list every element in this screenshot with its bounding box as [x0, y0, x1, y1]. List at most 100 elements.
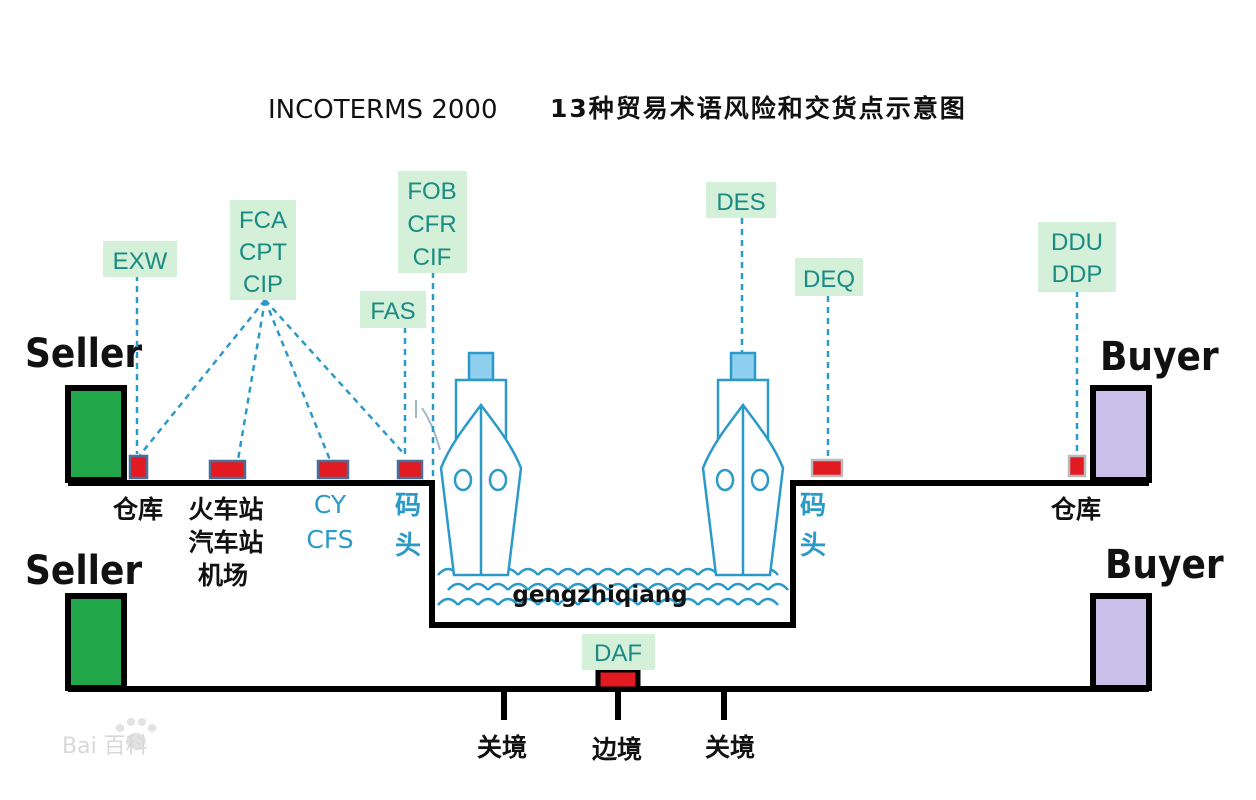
label-warehouse-right: 仓库 — [1050, 495, 1101, 524]
svg-text:FOB: FOB — [407, 178, 456, 205]
svg-text:FCA: FCA — [239, 207, 287, 234]
wave-arc — [647, 582, 669, 591]
label-wharf-left-1: 码 — [395, 491, 421, 521]
seller-box-bottom — [65, 593, 127, 691]
wave-arc — [687, 582, 709, 591]
wave-arc — [577, 567, 599, 576]
leader-lines — [135, 218, 1079, 478]
wave-arc — [607, 582, 629, 591]
wave-arc — [637, 597, 659, 606]
wave-arc — [507, 582, 529, 591]
label-wharf-left-2: 头 — [395, 531, 421, 561]
paw-icon — [116, 718, 156, 749]
term-box-daf: DAF — [582, 634, 655, 670]
point-warehouse-right — [1067, 454, 1087, 478]
wave-arc — [547, 582, 569, 591]
wave-arc — [467, 582, 489, 591]
wave-arc — [617, 597, 639, 606]
label-customs-right: 关境 — [705, 733, 755, 762]
svg-text:CIP: CIP — [243, 271, 283, 298]
term-box-fca-cpt-cip: FCA CPT CIP — [230, 200, 296, 300]
label-train-station: 火车站 — [188, 495, 263, 524]
seller-label-bottom: Seller — [25, 548, 142, 594]
wave-arc — [697, 597, 719, 606]
baidu-watermark: Bai 百科 — [62, 718, 156, 759]
wave-arc — [567, 582, 589, 591]
wave-arc — [727, 582, 749, 591]
wave-arc — [667, 582, 689, 591]
label-bus-station: 汽车站 — [188, 528, 263, 557]
title-chinese: 13种贸易术语风险和交货点示意图 — [550, 94, 967, 123]
wave-arc — [477, 597, 499, 606]
wave-arc — [707, 582, 729, 591]
wave-arc — [557, 567, 579, 576]
wave-arc — [447, 582, 469, 591]
label-cfs: CFS — [306, 525, 353, 554]
point-daf — [595, 667, 641, 692]
wave-arc — [627, 582, 649, 591]
label-wharf-right-2: 头 — [800, 531, 826, 561]
wave-arc — [617, 567, 639, 576]
wave-arc — [537, 597, 559, 606]
wave-arc — [577, 597, 599, 606]
wave-arc — [677, 567, 699, 576]
ship-right — [701, 351, 785, 577]
wave-arc — [487, 582, 509, 591]
seller-box-top — [65, 385, 127, 483]
svg-text:CFR: CFR — [407, 211, 456, 238]
term-box-ddu-ddp: DDU DDP — [1038, 222, 1116, 292]
point-station — [208, 459, 247, 480]
wave-arc — [657, 597, 679, 606]
wave-arc — [597, 597, 619, 606]
term-box-exw: EXW — [103, 241, 177, 277]
term-box-fas: FAS — [360, 291, 426, 328]
label-customs-left: 关境 — [477, 733, 527, 762]
wave-arc — [637, 567, 659, 576]
label-cy: CY — [314, 490, 347, 519]
wave-arc — [737, 597, 759, 606]
point-warehouse-left — [128, 454, 149, 480]
svg-text:EXW: EXW — [113, 248, 168, 275]
term-box-deq: DEQ — [795, 258, 863, 296]
point-cy-cfs — [316, 459, 350, 480]
wave-arc — [597, 567, 619, 576]
svg-text:DAF: DAF — [594, 640, 642, 667]
ship-left — [439, 351, 523, 577]
wave-arc — [757, 597, 779, 606]
point-wharf-right — [810, 458, 844, 478]
wave-arc — [657, 567, 679, 576]
wave-arc — [517, 597, 539, 606]
svg-text:DES: DES — [716, 189, 765, 216]
sea-waves — [437, 567, 789, 606]
svg-text:DDU: DDU — [1051, 229, 1103, 256]
point-wharf-left — [396, 459, 424, 480]
sea-label: gengzhiqiang — [512, 582, 687, 608]
seller-label-top: Seller — [25, 331, 142, 377]
svg-text:Bai 百科: Bai 百科 — [62, 734, 148, 759]
wave-arc — [457, 597, 479, 606]
svg-text:FAS: FAS — [370, 298, 415, 325]
svg-text:DDP: DDP — [1052, 261, 1103, 288]
buyer-label-top: Buyer — [1100, 334, 1219, 380]
label-warehouse-left: 仓库 — [112, 495, 163, 524]
wave-arc — [537, 567, 559, 576]
sea-route-line — [68, 480, 1149, 628]
wave-arc — [717, 597, 739, 606]
svg-text:DEQ: DEQ — [803, 266, 855, 293]
crane-hook-icon — [415, 400, 441, 451]
term-box-fob-cfr-cif: FOB CFR CIF — [398, 171, 467, 273]
wave-arc — [767, 582, 789, 591]
label-airport: 机场 — [198, 561, 248, 590]
buyer-label-bottom: Buyer — [1105, 542, 1224, 588]
buyer-box-bottom — [1090, 593, 1152, 691]
buyer-box-top — [1090, 385, 1152, 483]
wave-arc — [437, 597, 459, 606]
wave-arc — [497, 597, 519, 606]
label-wharf-right-1: 码 — [800, 491, 826, 521]
term-box-des: DES — [706, 182, 776, 218]
wave-arc — [677, 597, 699, 606]
label-border: 边境 — [592, 735, 642, 764]
wave-arc — [747, 582, 769, 591]
svg-text:CPT: CPT — [239, 239, 287, 266]
